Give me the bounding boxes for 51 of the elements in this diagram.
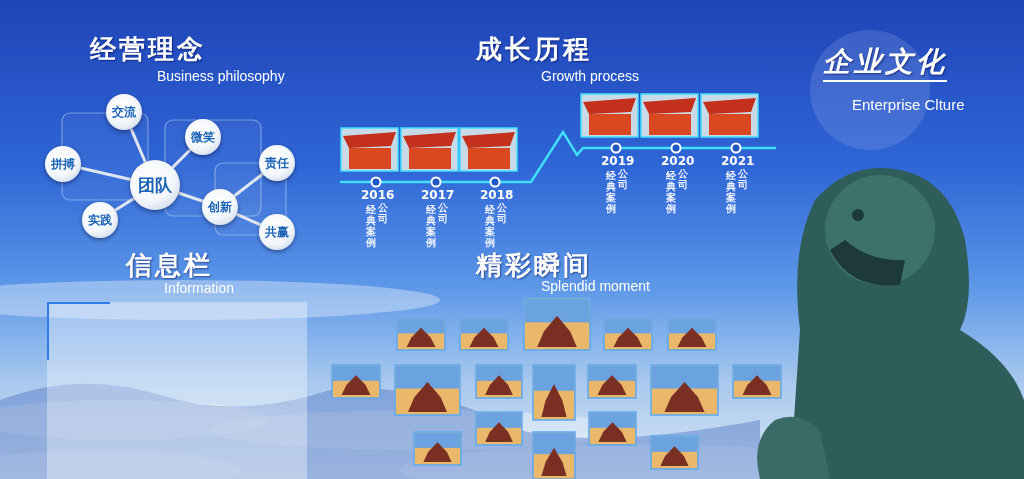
node-label: 实践: [88, 211, 112, 229]
year-label: 2017: [421, 189, 455, 201]
concept-circle: [259, 145, 295, 181]
node-label: 微笑: [191, 128, 215, 146]
concept-circle: [45, 146, 81, 182]
section-subtitle: Growth process: [541, 69, 640, 83]
node-label: 交流: [112, 103, 136, 121]
case-label: 经典案例: [366, 204, 376, 248]
concept-circle: [185, 119, 221, 155]
connector-line: [171, 148, 192, 169]
case-label: 经典案例: [666, 170, 676, 214]
case-label: 经典案例: [726, 170, 736, 214]
case-label: 公司: [738, 168, 748, 190]
connector-line: [178, 191, 204, 203]
concept-circle: [130, 160, 180, 210]
section-subtitle: Information: [164, 281, 235, 295]
connector-line: [114, 197, 135, 212]
section-subtitle: Business philosophy: [157, 69, 285, 83]
year-label: 2019: [601, 155, 635, 167]
concept-circle: [202, 189, 238, 225]
concept-circle: [259, 214, 295, 250]
case-label: 公司: [378, 202, 388, 224]
node-label: 责任: [265, 154, 289, 172]
connector-line: [233, 172, 264, 198]
node-label: 团队: [138, 173, 172, 197]
connector-line: [129, 128, 147, 163]
case-label: 公司: [618, 168, 628, 190]
section-heading: 企业文化: [823, 48, 947, 82]
section-subtitle: Enterprise Clture: [852, 97, 965, 112]
case-label: 公司: [497, 202, 507, 224]
section-heading: 信息栏: [126, 252, 213, 278]
section-heading: 经营理念: [90, 36, 206, 62]
year-label: 2016: [361, 189, 395, 201]
concept-circle: [82, 202, 118, 238]
section-subtitle: Splendid moment: [541, 279, 650, 293]
year-label: 2021: [721, 155, 755, 167]
case-label: 经典案例: [426, 204, 436, 248]
node-label: 共赢: [265, 223, 289, 241]
year-label: 2020: [661, 155, 695, 167]
node-label: 拼搏: [51, 155, 75, 173]
case-label: 经典案例: [485, 204, 495, 248]
node-label: 创新: [208, 198, 232, 216]
section-heading: 成长历程: [476, 36, 592, 62]
case-label: 公司: [438, 202, 448, 224]
case-label: 经典案例: [606, 170, 616, 214]
year-label: 2018: [480, 189, 514, 201]
connector-line: [235, 212, 262, 227]
concept-circle: [106, 94, 142, 130]
connector-line: [80, 166, 131, 181]
section-heading: 精彩瞬间: [476, 252, 592, 278]
case-label: 公司: [678, 168, 688, 190]
